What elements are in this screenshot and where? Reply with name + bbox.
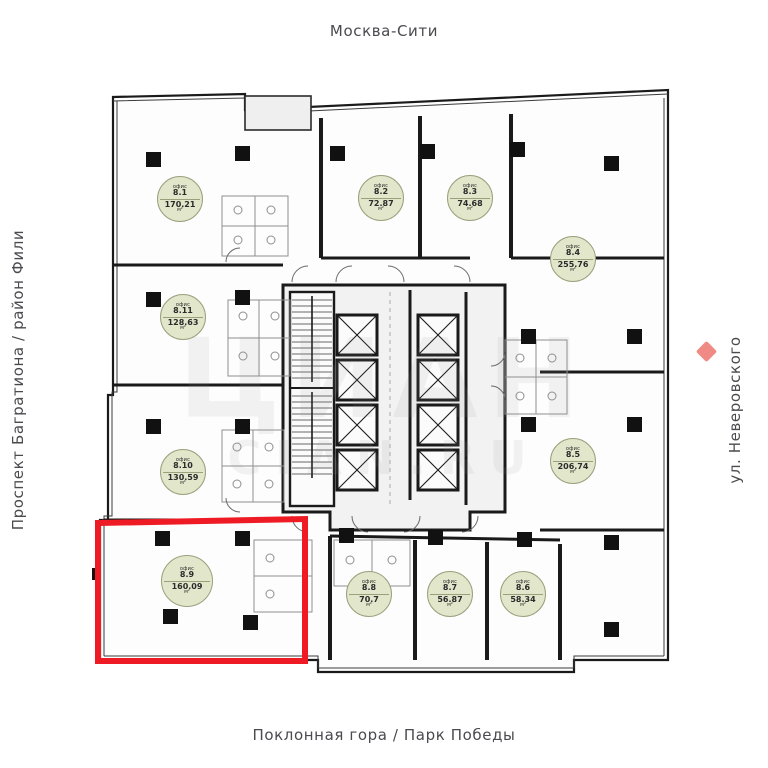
office-kind-label: офис <box>442 579 458 586</box>
facade-south <box>104 655 664 669</box>
office-number: 8.11 <box>173 306 193 316</box>
office-area-unit: м² <box>378 205 384 212</box>
orientation-label-west: Проспект Багратиона / район Фили <box>9 229 27 531</box>
office-area-unit: м² <box>180 324 186 331</box>
office-number: 8.6 <box>515 583 531 593</box>
office-area-value: 255.76 <box>557 259 589 269</box>
facade-west <box>103 101 118 656</box>
office-badge-divider <box>349 593 389 595</box>
orientation-label-north: Москва-Сити <box>329 22 439 40</box>
office-area-unit: м² <box>177 206 183 213</box>
office-kind-label: офис <box>361 579 377 586</box>
office-number: 8.1 <box>172 188 188 198</box>
office-badge-divider <box>361 197 401 199</box>
office-area-value: 160.09 <box>171 581 203 591</box>
office-area-unit: м² <box>570 468 576 475</box>
office-area-unit: м² <box>180 479 186 486</box>
office-badge-divider <box>553 258 593 260</box>
office-area-value: 130.59 <box>167 472 199 482</box>
office-area-value: 206.74 <box>557 461 589 471</box>
office-number: 8.9 <box>179 570 195 580</box>
office-kind-label: офис <box>515 579 531 586</box>
columns <box>92 142 642 637</box>
office-badge-divider <box>553 460 593 462</box>
office-area-value: 128.63 <box>167 317 199 327</box>
office-kind-label: офис <box>565 244 581 251</box>
office-kind-label: офис <box>172 184 188 191</box>
office-badge-divider <box>160 198 200 200</box>
office-number: 8.3 <box>462 187 478 197</box>
office-area-value: 170.21 <box>164 199 196 209</box>
office-area-value: 70.7 <box>359 594 379 604</box>
office-area-value: 58.34 <box>510 594 536 604</box>
office-kind-label: офис <box>175 302 191 309</box>
orientation-label-east: ул. Неверовского <box>726 336 744 484</box>
office-badge-divider <box>163 316 203 318</box>
office-area-unit: м² <box>184 588 190 595</box>
north-recess <box>244 95 312 131</box>
office-number: 8.5 <box>565 450 581 460</box>
office-kind-label: офис <box>175 457 191 464</box>
office-area-unit: м² <box>570 266 576 273</box>
office-area-value: 72.87 <box>368 198 394 208</box>
office-number: 8.10 <box>173 461 193 471</box>
office-number: 8.8 <box>361 583 377 593</box>
office-area-unit: м² <box>520 601 526 608</box>
office-area-unit: м² <box>447 601 453 608</box>
elevator-bank-left <box>335 313 379 492</box>
office-area-unit: м² <box>467 205 473 212</box>
office-badge-divider <box>430 593 470 595</box>
office-kind-label: офис <box>373 183 389 190</box>
office-number: 8.7 <box>442 583 458 593</box>
core-block <box>281 283 507 532</box>
office-badge-divider <box>450 197 490 199</box>
office-kind-label: офис <box>565 446 581 453</box>
orientation-label-south: Поклонная гора / Парк Победы <box>252 726 516 744</box>
office-area-value: 56.87 <box>437 594 463 604</box>
elevator-bank-right <box>416 313 460 492</box>
office-number: 8.2 <box>373 187 389 197</box>
office-kind-label: офис <box>179 566 195 573</box>
office-area-unit: м² <box>366 601 372 608</box>
office-badge-divider <box>503 593 543 595</box>
office-badge-divider <box>163 471 203 473</box>
office-kind-label: офис <box>462 183 478 190</box>
office-badge-divider <box>164 580 210 582</box>
office-number: 8.4 <box>565 248 581 258</box>
highlighted-office-outline[interactable] <box>95 515 308 664</box>
door-swings <box>225 247 506 533</box>
office-area-value: 74.68 <box>457 198 483 208</box>
